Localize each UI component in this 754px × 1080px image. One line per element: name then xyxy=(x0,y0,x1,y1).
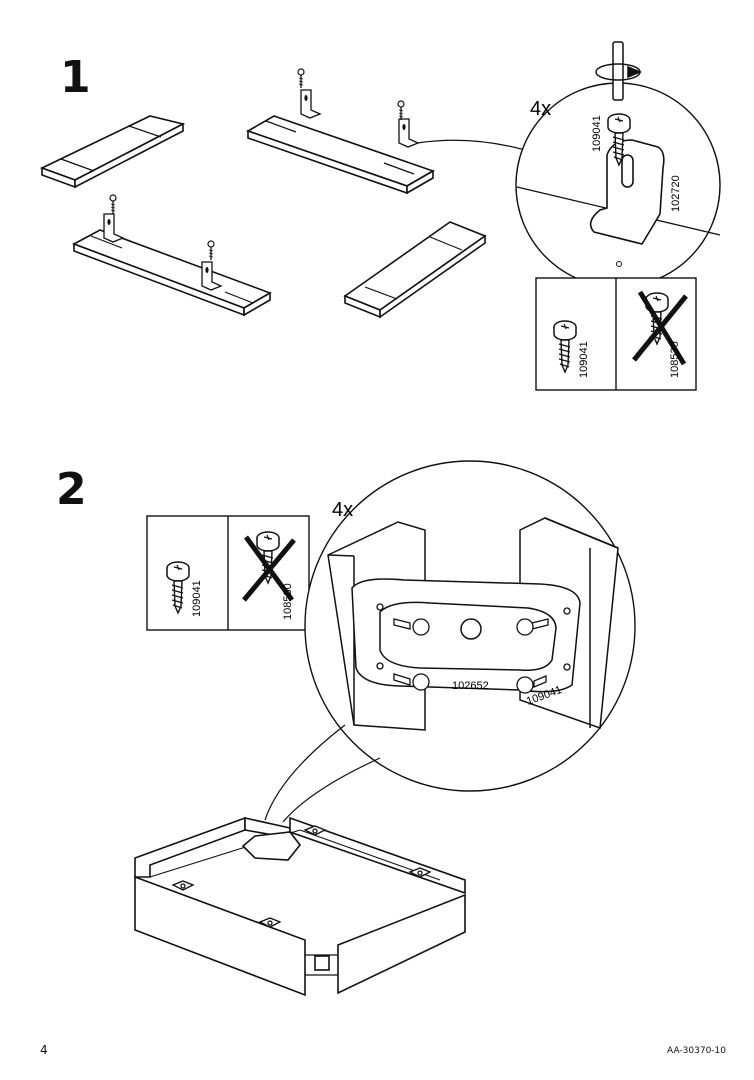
screw-icon xyxy=(297,68,305,89)
wrong-screw-label: 108530 xyxy=(669,341,681,378)
step-1-number: 1 xyxy=(60,52,91,103)
angle-bracket xyxy=(103,213,124,243)
screw-comparison-box-step-2 xyxy=(146,515,310,631)
screw-icon xyxy=(207,240,215,261)
screw-icon xyxy=(109,194,117,215)
wrong-screw-label: 108530 xyxy=(282,583,294,620)
part-number-label: 102652 xyxy=(452,680,489,692)
page-number: 4 xyxy=(40,1043,48,1057)
step-2-number: 2 xyxy=(56,464,87,515)
callout-leader xyxy=(416,139,526,151)
part-number-label: 109041 xyxy=(591,115,603,152)
correct-screw-label: 109041 xyxy=(191,580,203,617)
quantity-label: 4x xyxy=(332,499,353,521)
screw-icon xyxy=(397,100,405,121)
cross-icon xyxy=(242,535,296,602)
board-top-middle xyxy=(246,115,435,195)
frame-brackets xyxy=(171,825,432,928)
quantity-label: 4x xyxy=(530,98,551,120)
callout-leader xyxy=(264,724,346,821)
cross-icon xyxy=(632,290,688,366)
board-bottom-left xyxy=(72,229,272,317)
part-number-label: 102720 xyxy=(670,175,682,212)
detail-screws xyxy=(376,603,571,694)
angle-bracket xyxy=(398,118,419,148)
detail-corner-joint xyxy=(327,517,619,731)
screw-comparison-box-step-1 xyxy=(535,277,697,391)
document-code: AA-30370-10 xyxy=(667,1046,726,1056)
correct-screw-label: 109041 xyxy=(578,341,590,378)
screwdriver-icon xyxy=(595,41,642,101)
assembled-frame xyxy=(134,816,466,997)
angle-bracket xyxy=(300,89,321,119)
board-top-left xyxy=(39,115,186,189)
board-bottom-right xyxy=(343,221,487,319)
